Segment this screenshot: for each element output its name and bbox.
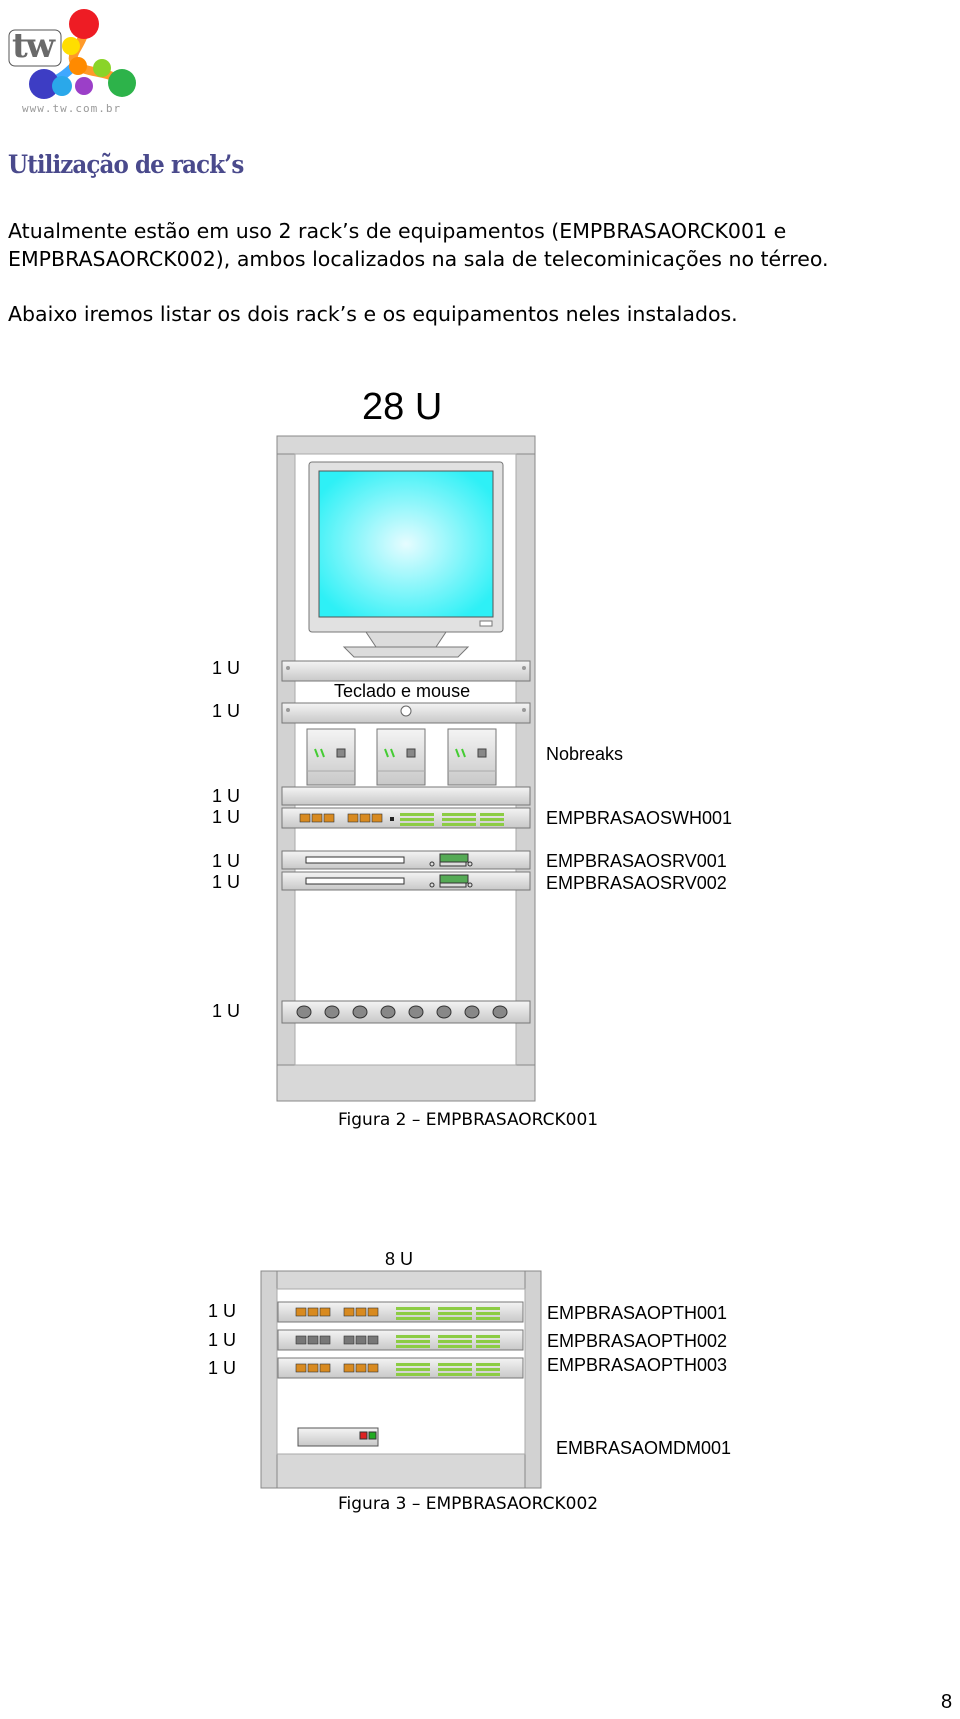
rack2-unit-label: 1 U <box>208 1330 237 1350</box>
page-number: 8 <box>941 1691 953 1713</box>
rack1-unit-label: 1 U <box>212 786 241 806</box>
modem-icon <box>297 1427 379 1447</box>
rack2-equipment-label: EMPBRASAOPTH002 <box>547 1331 728 1351</box>
server-unit-1 <box>281 850 531 870</box>
switch-unit <box>281 807 531 829</box>
rack2-unit-label: 1 U <box>208 1301 237 1321</box>
logo-url: www.tw.com.br <box>22 102 122 115</box>
patch-panel-1 <box>277 1301 524 1323</box>
ups-units <box>306 728 497 786</box>
server-unit-2 <box>281 871 531 891</box>
rack1-unit-label: 1 U <box>212 701 241 721</box>
monitor-icon <box>308 461 504 658</box>
rack2-equipment-label: EMBRASAOMDM001 <box>556 1438 732 1458</box>
rack2-equipment-label: EMPBRASAOPTH003 <box>547 1355 728 1375</box>
rack1-blank-panel <box>281 786 531 806</box>
power-strip <box>281 1000 531 1024</box>
rack1-equipment-label: EMPBRASAOSRV001 <box>546 851 727 871</box>
intro-paragraph: Atualmente estão em uso 2 rack’s de equi… <box>8 219 829 271</box>
company-logo: tw www.tw.com.br <box>6 4 146 115</box>
keyboard-tray <box>281 702 531 724</box>
section-title: Utilização de rack’s <box>8 150 244 179</box>
rack2-equipment-label: EMPBRASAOPTH001 <box>547 1303 728 1323</box>
rack1-diagram <box>276 435 536 1102</box>
listing-paragraph: Abaixo iremos listar os dois rack’s e os… <box>8 302 738 326</box>
logo-graphic <box>8 9 136 99</box>
figure3-caption: Figura 3 – EMPBRASAORCK002 <box>338 1494 599 1514</box>
rack1-unit-label: 1 U <box>212 872 241 892</box>
rack1-unit-label: 1 U <box>212 658 241 678</box>
rack1-unit-label: 1 U <box>212 1001 241 1021</box>
keyboard-label: Teclado e mouse <box>334 681 471 701</box>
rack1-size-label: 28 U <box>362 386 443 428</box>
rack1-shelf <box>281 660 531 682</box>
rack1-unit-label: 1 U <box>212 807 241 827</box>
rack1-equipment-label: Nobreaks <box>546 744 624 764</box>
patch-panel-3 <box>277 1357 524 1379</box>
rack2-unit-label: 1 U <box>208 1358 237 1378</box>
rack1-unit-label: 1 U <box>212 851 241 871</box>
rack1-equipment-label: EMPBRASAOSWH001 <box>546 808 733 828</box>
rack2-diagram <box>260 1270 542 1489</box>
patch-panel-2 <box>277 1329 524 1351</box>
rack1-equipment-label: EMPBRASAOSRV002 <box>546 873 727 893</box>
figure2-caption: Figura 2 – EMPBRASAORCK001 <box>338 1110 599 1130</box>
rack2-size-label: 8 U <box>385 1249 414 1269</box>
logo-text: tw <box>12 26 55 66</box>
